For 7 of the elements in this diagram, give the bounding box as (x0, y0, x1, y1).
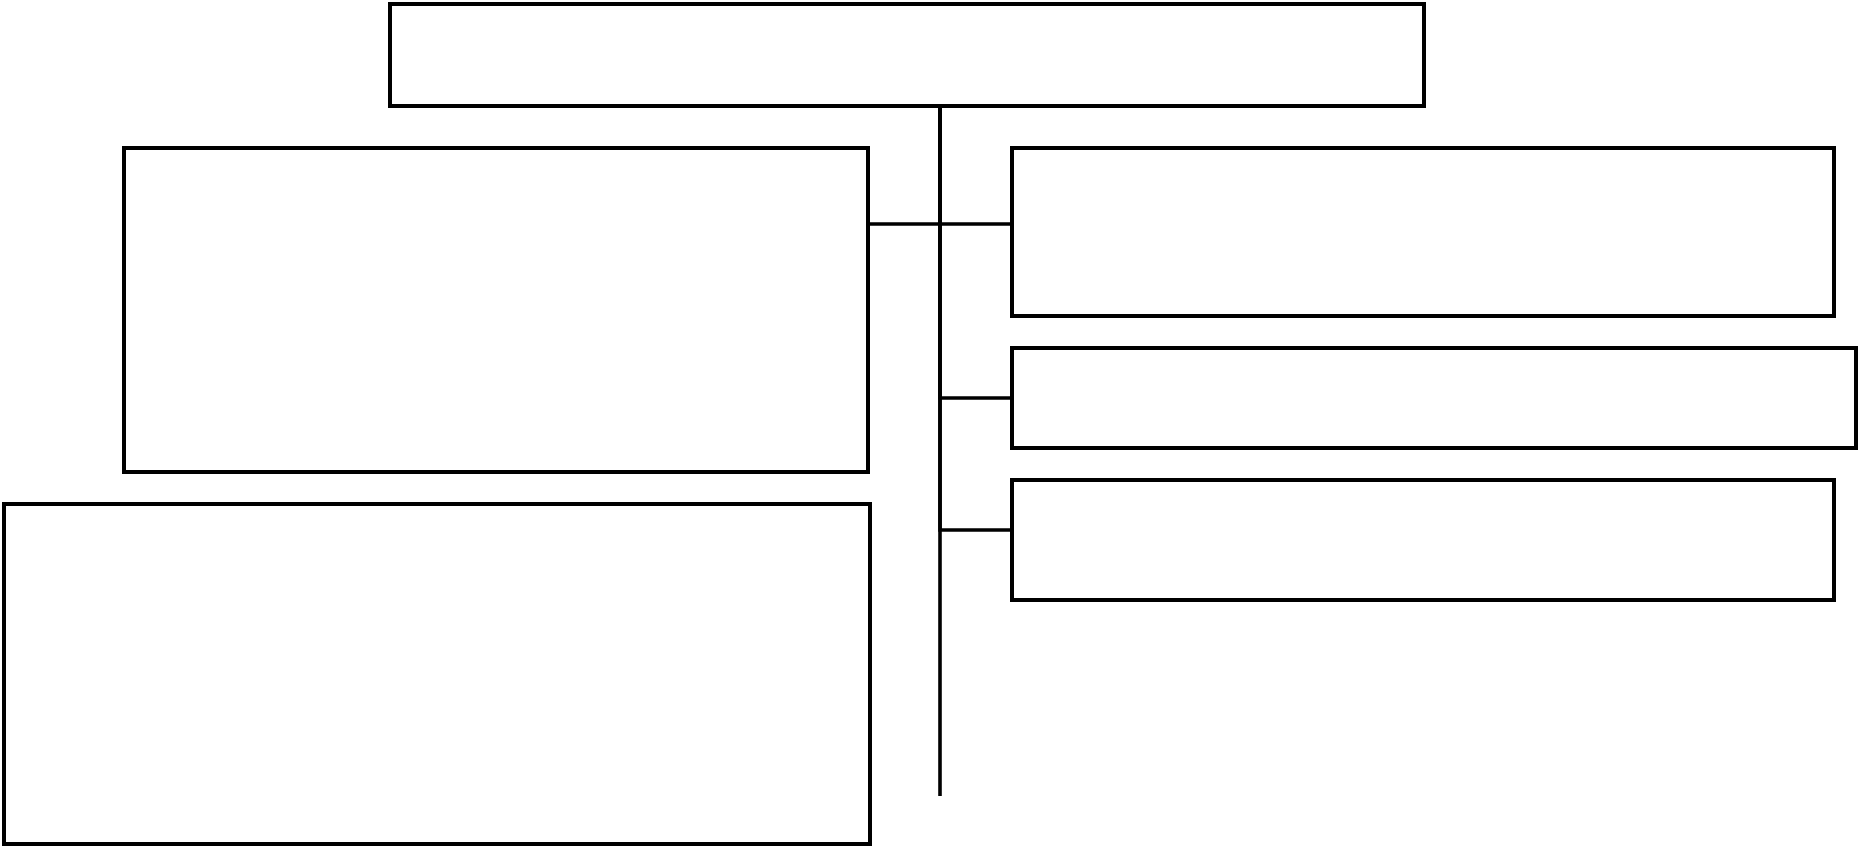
blank-box (1010, 478, 1836, 602)
blank-box (388, 2, 1426, 108)
blank-box (2, 502, 872, 846)
blank-box (1010, 146, 1836, 318)
blank-box (1010, 346, 1858, 450)
blank-box (122, 146, 870, 474)
connector-line (938, 108, 942, 796)
